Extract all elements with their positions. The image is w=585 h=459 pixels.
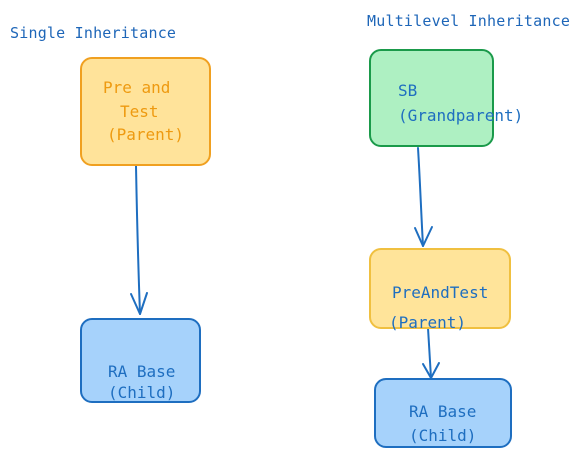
- multi-grandparent-line2: (Grandparent): [398, 106, 524, 125]
- arrow-single-parent-to-child: [130, 165, 148, 315]
- arrow-parent-to-child: [422, 327, 440, 379]
- multi-child-line2: (Child): [409, 426, 477, 445]
- multi-parent-line1: PreAndTest: [392, 283, 489, 302]
- single-parent-line3: (Parent): [107, 125, 185, 144]
- single-child-line2: (Child): [108, 383, 176, 402]
- single-parent-line1: Pre and: [103, 78, 171, 97]
- multi-child-node[interactable]: RA Base (Child): [374, 378, 512, 448]
- multi-parent-node[interactable]: PreAndTest (Parent): [369, 248, 511, 332]
- multi-child-line1: RA Base: [409, 402, 477, 421]
- multi-parent-line2: (Parent): [389, 313, 467, 332]
- single-inheritance-title: Single Inheritance: [10, 24, 177, 42]
- multi-grandparent-node[interactable]: SB (Grandparent): [369, 49, 523, 147]
- single-child-line1: RA Base: [108, 362, 176, 381]
- arrow-grandparent-to-parent: [414, 147, 433, 247]
- multilevel-inheritance-title: Multilevel Inheritance: [367, 12, 571, 30]
- single-parent-line2: Test: [120, 102, 159, 121]
- single-parent-node[interactable]: Pre and Test (Parent): [80, 57, 211, 166]
- multi-grandparent-line1: SB: [398, 81, 418, 100]
- single-child-node[interactable]: RA Base (Child): [80, 318, 201, 403]
